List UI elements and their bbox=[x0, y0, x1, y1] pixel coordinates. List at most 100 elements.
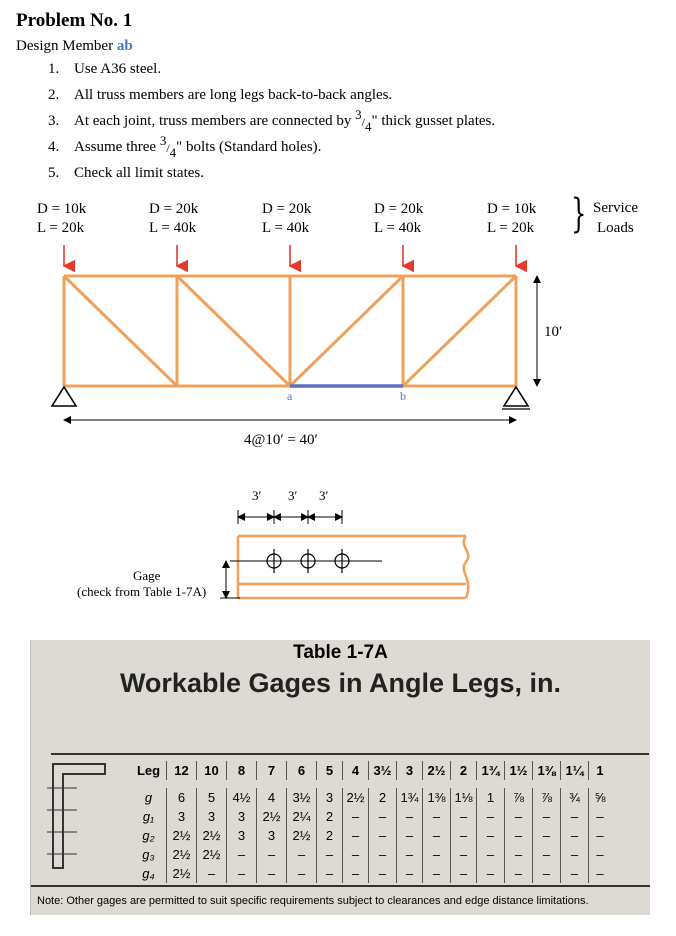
table-cell: – bbox=[369, 826, 397, 845]
table-cell: – bbox=[423, 845, 451, 864]
table-cell: – bbox=[477, 864, 505, 883]
requirement-number: 3. bbox=[48, 112, 60, 129]
table-header: 10 bbox=[197, 761, 227, 780]
spacing-dimensions bbox=[237, 510, 343, 524]
dead-load: D = 10k bbox=[37, 201, 87, 217]
node-b-label: b bbox=[400, 389, 406, 403]
fraction-denominator: 4 bbox=[169, 145, 177, 161]
table-photo: Table 1-7A Workable Gages in Angle Legs,… bbox=[30, 640, 650, 915]
table-subtitle: Workable Gages in Angle Legs, in. bbox=[119, 668, 562, 698]
table-cell: 2 bbox=[317, 807, 343, 826]
requirement-number: 5. bbox=[48, 164, 60, 181]
table-cell: – bbox=[317, 864, 343, 883]
requirement-number: 1. bbox=[48, 60, 60, 77]
table-cell: – bbox=[451, 864, 477, 883]
live-load: L = 20k bbox=[37, 220, 85, 236]
table-cell: 2¼ bbox=[287, 807, 317, 826]
table-cell: ⅞ bbox=[533, 788, 561, 807]
diagonal-member bbox=[288, 274, 405, 388]
gage-table: Leg 12 10 8 7 6 5 4 3½ 3 2½ 2 1¾ 1½ 1⅜ 1… bbox=[51, 753, 649, 887]
table-cell: – bbox=[343, 845, 369, 864]
table-header: 4 bbox=[343, 761, 369, 780]
table-cell: – bbox=[343, 864, 369, 883]
table-header: 3½ bbox=[369, 761, 397, 780]
diagonal-member bbox=[175, 274, 292, 388]
table-cell: 3 bbox=[317, 788, 343, 807]
requirements-list: 1.Use A36 steel. 2.All truss members are… bbox=[48, 56, 495, 186]
table-header: 2½ bbox=[423, 761, 451, 780]
node-a-label: a bbox=[287, 389, 293, 403]
table-cell: 4 bbox=[257, 788, 287, 807]
table-cell: – bbox=[533, 864, 561, 883]
service-label: Service bbox=[593, 200, 638, 216]
table-cell: – bbox=[317, 845, 343, 864]
table-cell: – bbox=[227, 864, 257, 883]
table-cell: – bbox=[505, 807, 533, 826]
table-cell: – bbox=[561, 807, 589, 826]
table-cell: – bbox=[423, 807, 451, 826]
dead-load: D = 10k bbox=[487, 201, 537, 217]
table-cell: – bbox=[451, 826, 477, 845]
table-cell: 5 bbox=[197, 788, 227, 807]
table-cell: 2½ bbox=[287, 826, 317, 845]
dead-load: D = 20k bbox=[149, 201, 199, 217]
table-cell: – bbox=[505, 845, 533, 864]
table-cell: – bbox=[451, 807, 477, 826]
fraction-denominator: 4 bbox=[365, 119, 372, 135]
angle-gage-sketch-icon bbox=[47, 763, 106, 869]
table-cell: – bbox=[423, 826, 451, 845]
table-cell: – bbox=[596, 809, 604, 824]
table-cell: 2½ bbox=[197, 845, 227, 864]
requirement-number: 2. bbox=[48, 86, 60, 103]
table-cell: 3 bbox=[257, 826, 287, 845]
table-cell: g₂ bbox=[131, 826, 167, 845]
table-cell: ¾ bbox=[561, 788, 589, 807]
table-cell: – bbox=[227, 845, 257, 864]
table-cell: 2½ bbox=[167, 845, 197, 864]
table-cell: – bbox=[257, 845, 287, 864]
requirement-text: All truss members are long legs back-to-… bbox=[74, 86, 393, 103]
table-header: 7 bbox=[257, 761, 287, 780]
brace-icon: } bbox=[571, 191, 587, 237]
requirement-text: Check all limit states. bbox=[74, 164, 204, 181]
truss-diagram: a b 10′ 4@10′ = 40′ 3′ 3′ 3′ Gag bbox=[50, 245, 562, 600]
requirement-text: At each joint, truss members are connect… bbox=[74, 112, 352, 129]
table-cell: – bbox=[596, 828, 604, 843]
fraction-numerator: 3 bbox=[355, 106, 362, 122]
table-cell: g bbox=[131, 788, 167, 807]
problem-title: Problem No. 1 bbox=[16, 10, 133, 31]
table-cell: – bbox=[343, 807, 369, 826]
requirement-text: Assume three bbox=[74, 138, 157, 155]
table-cell: 6 bbox=[167, 788, 197, 807]
table-cell: 3 bbox=[227, 807, 257, 826]
table-cell: – bbox=[287, 845, 317, 864]
table-cell: ⅝ bbox=[594, 790, 606, 805]
table-cell: – bbox=[533, 845, 561, 864]
table-cell: 2½ bbox=[167, 826, 197, 845]
table-cell: 1⅛ bbox=[451, 788, 477, 807]
table-cell: 3 bbox=[197, 807, 227, 826]
table-cell: g₁ bbox=[131, 807, 167, 826]
spacing-label: 3′ bbox=[319, 488, 329, 503]
table-cell: 2½ bbox=[257, 807, 287, 826]
requirement-item: 4.Assume three 3/4" bolts (Standard hole… bbox=[48, 132, 495, 161]
table-cell: – bbox=[397, 826, 423, 845]
table-cell: g₄ bbox=[131, 864, 167, 883]
bolt-holes bbox=[266, 549, 350, 573]
table-cell: – bbox=[505, 826, 533, 845]
table-note: Note: Other gages are permitted to suit … bbox=[31, 885, 650, 915]
fraction-numerator: 3 bbox=[159, 132, 167, 148]
table-header: 6 bbox=[287, 761, 317, 780]
table-header: 1 bbox=[596, 763, 604, 778]
table-cell: 3 bbox=[167, 807, 197, 826]
table-cell: – bbox=[343, 826, 369, 845]
table-cell: 1 bbox=[477, 788, 505, 807]
live-load: L = 40k bbox=[374, 220, 422, 236]
